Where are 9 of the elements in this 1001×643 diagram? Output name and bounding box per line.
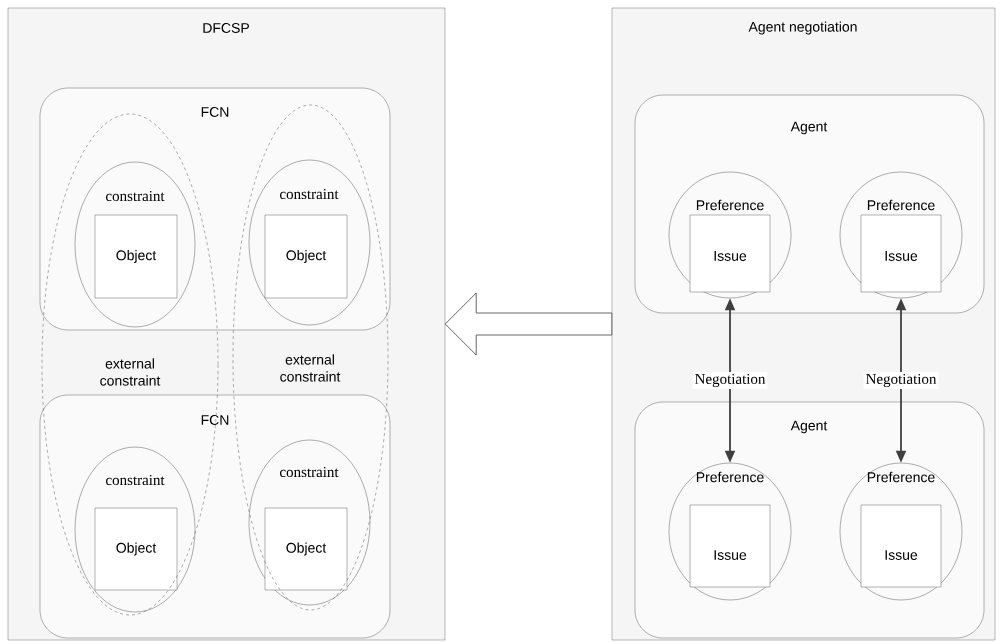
square-box: Issue (860, 504, 942, 588)
square-box: Object (264, 214, 348, 299)
square-box: Object (264, 507, 348, 591)
block-arrow (444, 292, 613, 356)
square-box: Issue (860, 214, 942, 293)
square-box: Object (94, 214, 178, 299)
square-box: Object (94, 507, 178, 591)
square-box: Issue (689, 504, 771, 588)
square-box: Issue (689, 214, 771, 293)
